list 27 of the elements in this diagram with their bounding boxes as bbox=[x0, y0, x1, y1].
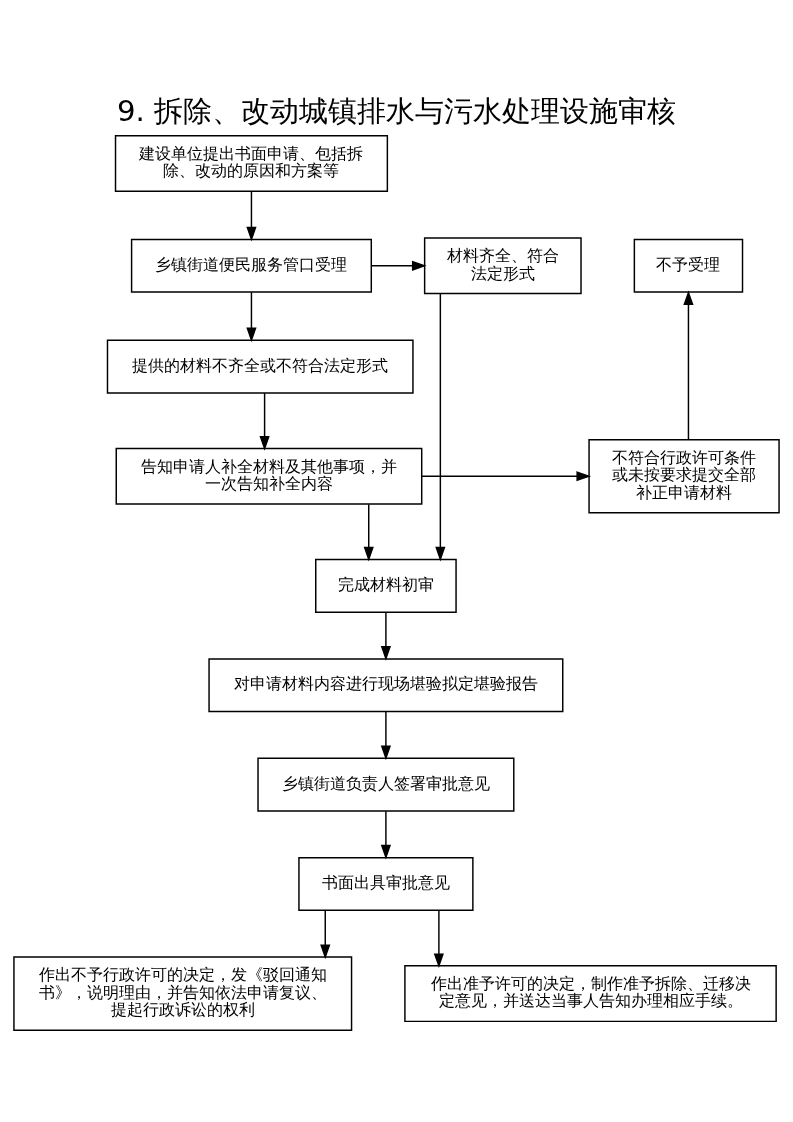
arrow bbox=[421, 471, 592, 482]
node-box: 材料齐全、符合法定形式 bbox=[423, 237, 582, 295]
diagram-title: 9. 拆除、改动城镇排水与污水处理设施审核 bbox=[116, 94, 677, 129]
arrow bbox=[433, 909, 444, 968]
node-box: 乡镇街道负责人签署审批意见 bbox=[257, 757, 515, 812]
node-box: 建设单位提出书面申请、包括拆除、改动的原因和方案等 bbox=[114, 134, 389, 192]
node-box: 书面出具审批意见 bbox=[298, 856, 474, 912]
arrow bbox=[246, 291, 257, 343]
node-box: 作出不予行政许可的决定，发《驳回通知书》，说明理由，并告知依法申请复议、提起行政诉讼的权利 bbox=[13, 956, 353, 1031]
arrow bbox=[380, 711, 392, 761]
node-box: 乡镇街道便民服务管口受理 bbox=[130, 238, 373, 293]
arrow bbox=[246, 190, 257, 242]
arrow bbox=[320, 909, 331, 960]
node-box: 不符合行政许可条件或未按要求提交全部补正申请材料 bbox=[588, 438, 780, 514]
node-box: 不予受理 bbox=[633, 238, 744, 293]
arrow bbox=[435, 292, 446, 562]
arrow bbox=[363, 503, 374, 562]
node-box: 对申请材料内容进行现场堪验拟定堪验报告 bbox=[208, 658, 564, 713]
node-box: 告知申请人补全材料及其他事项，并一次告知补全内容 bbox=[115, 447, 423, 505]
arrow bbox=[380, 810, 392, 860]
node-box: 完成材料初审 bbox=[315, 558, 457, 613]
node-box: 作出准予许可的决定，制作准予拆除、迁移决定意见，并送达当事人告知办理相应手续。 bbox=[404, 965, 777, 1023]
arrow bbox=[683, 290, 694, 441]
arrow bbox=[259, 392, 270, 451]
arrow bbox=[380, 611, 392, 661]
arrow bbox=[370, 260, 427, 271]
node-box: 提供的材料不齐全或不符合法定形式 bbox=[106, 339, 414, 394]
